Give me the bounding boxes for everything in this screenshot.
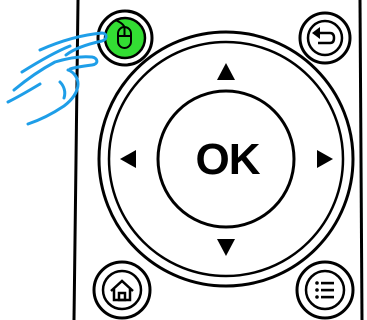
menu-list-icon bbox=[315, 281, 334, 299]
pointing-hand-icon bbox=[8, 33, 106, 124]
remote-right-edge bbox=[360, 0, 362, 320]
menu-button[interactable] bbox=[297, 262, 353, 318]
back-button[interactable] bbox=[300, 13, 350, 63]
ok-label: OK bbox=[180, 135, 275, 185]
home-button[interactable] bbox=[94, 262, 150, 318]
